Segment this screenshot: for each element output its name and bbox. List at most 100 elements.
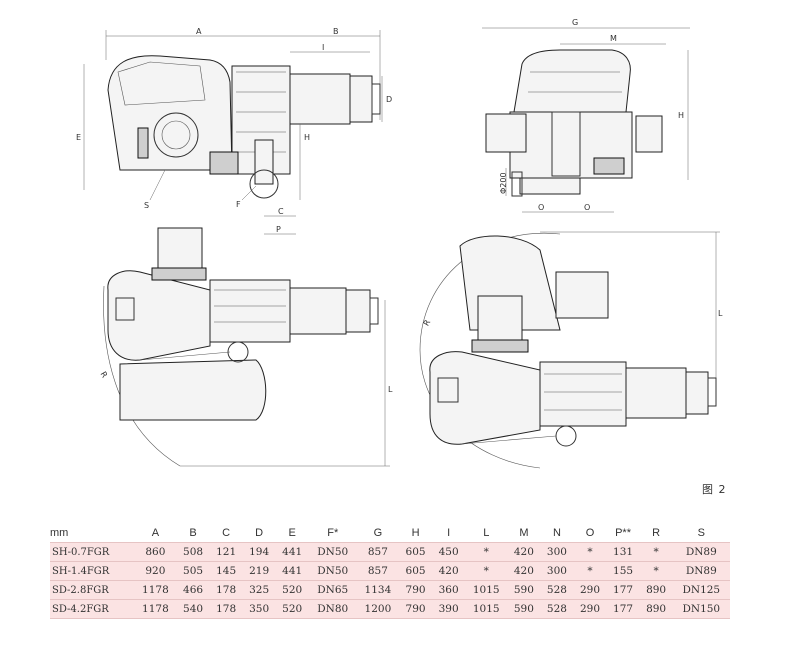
table-cell: 350 bbox=[242, 599, 276, 619]
table-cell: 177 bbox=[606, 580, 640, 600]
dim-label-l-right: L bbox=[718, 309, 723, 318]
column-header: M bbox=[519, 527, 529, 539]
table-cell: 145 bbox=[209, 561, 243, 581]
column-header: G bbox=[373, 527, 383, 539]
table-cell: 857 bbox=[356, 542, 400, 562]
table-cell: 155 bbox=[606, 561, 640, 581]
table-cell: 540 bbox=[176, 599, 210, 619]
table-cell: 300 bbox=[540, 561, 574, 581]
dim-label-d: D bbox=[386, 95, 392, 104]
table-cell: 590 bbox=[507, 580, 541, 600]
dim-label-b: B bbox=[333, 27, 339, 36]
table-cell: 194 bbox=[242, 542, 276, 562]
table-cell: 466 bbox=[176, 580, 210, 600]
table-cell: 450 bbox=[432, 542, 466, 562]
side-view-drawing: A B I D E H S F C bbox=[76, 27, 392, 235]
table-cell: 508 bbox=[176, 542, 210, 562]
table-cell: * bbox=[465, 561, 508, 581]
model-name-cell: SH-1.4FGR bbox=[50, 561, 135, 581]
table-cell: 520 bbox=[275, 580, 309, 600]
table-cell: DN80 bbox=[308, 599, 357, 619]
dim-label-p: P bbox=[276, 225, 281, 234]
table-cell: DN125 bbox=[672, 580, 730, 600]
table-cell: 1015 bbox=[465, 599, 508, 619]
dim-label-o-right: O bbox=[584, 203, 590, 212]
table-cell: 528 bbox=[540, 580, 574, 600]
column-header: P** bbox=[615, 527, 631, 539]
figure-label: 图 2 bbox=[702, 483, 727, 496]
column-header: R bbox=[652, 527, 661, 539]
table-cell: 325 bbox=[242, 580, 276, 600]
table-cell: 1134 bbox=[356, 580, 400, 600]
table-cell: 520 bbox=[275, 599, 309, 619]
table-cell: 290 bbox=[573, 599, 607, 619]
table-cell: DN89 bbox=[672, 542, 730, 562]
dim-label-h-front: H bbox=[678, 111, 684, 120]
table-cell: DN89 bbox=[672, 561, 730, 581]
dim-label-c: C bbox=[278, 207, 284, 216]
dim-label-s: S bbox=[144, 201, 149, 210]
table-cell: * bbox=[465, 542, 508, 562]
column-header: H bbox=[411, 527, 420, 539]
table-cell: 360 bbox=[432, 580, 466, 600]
table-cell: 178 bbox=[209, 580, 243, 600]
table-cell: 920 bbox=[134, 561, 177, 581]
column-header: C bbox=[222, 527, 231, 539]
dim-label-g: G bbox=[572, 18, 578, 27]
table-cell: 605 bbox=[399, 542, 433, 562]
table-cell: 441 bbox=[275, 561, 309, 581]
table-cell: 605 bbox=[399, 561, 433, 581]
dim-label-m: M bbox=[610, 34, 617, 43]
column-header: O bbox=[585, 527, 595, 539]
table-cell: 590 bbox=[507, 599, 541, 619]
table-cell: * bbox=[639, 561, 673, 581]
technical-drawings: A B I D E H S F C bbox=[76, 18, 723, 469]
column-header: I bbox=[447, 527, 451, 539]
column-header: N bbox=[552, 527, 561, 539]
table-cell: * bbox=[573, 561, 607, 581]
table-cell: DN50 bbox=[308, 542, 357, 562]
table-cell: 1178 bbox=[134, 580, 177, 600]
table-cell: 131 bbox=[606, 542, 640, 562]
model-name-cell: SD-2.8FGR bbox=[50, 580, 135, 600]
table-cell: 890 bbox=[639, 599, 673, 619]
dim-label-e: E bbox=[76, 133, 81, 142]
column-header: D bbox=[255, 527, 264, 539]
front-view-drawing: G M H Φ200 O O bbox=[482, 18, 690, 213]
table-cell: 177 bbox=[606, 599, 640, 619]
table-cell: 790 bbox=[399, 580, 433, 600]
dim-label-r-right: R bbox=[422, 318, 433, 328]
column-header: A bbox=[151, 527, 160, 539]
table-cell: 857 bbox=[356, 561, 400, 581]
column-header: B bbox=[189, 527, 197, 539]
table-cell: 1200 bbox=[356, 599, 400, 619]
dim-label-phi200: Φ200 bbox=[499, 172, 508, 194]
dim-label-i: I bbox=[322, 43, 324, 52]
table-cell: 178 bbox=[209, 599, 243, 619]
table-cell: 505 bbox=[176, 561, 210, 581]
table-cell: 121 bbox=[209, 542, 243, 562]
table-cell: DN150 bbox=[672, 599, 730, 619]
column-header: L bbox=[483, 527, 490, 539]
table-cell: 860 bbox=[134, 542, 177, 562]
table-cell: 1015 bbox=[465, 580, 508, 600]
table-cell: 390 bbox=[432, 599, 466, 619]
model-name-cell: SD-4.2FGR bbox=[50, 599, 135, 619]
column-header: E bbox=[288, 527, 296, 539]
table-cell: DN50 bbox=[308, 561, 357, 581]
dim-label-r-left: R bbox=[99, 370, 110, 380]
model-name-cell: SH-0.7FGR bbox=[50, 542, 135, 562]
column-header: mm bbox=[50, 527, 69, 539]
table-cell: * bbox=[573, 542, 607, 562]
table-cell: 290 bbox=[573, 580, 607, 600]
column-header: F* bbox=[327, 527, 339, 539]
dim-label-f: F bbox=[236, 200, 241, 209]
table-cell: 528 bbox=[540, 599, 574, 619]
table-cell: 219 bbox=[242, 561, 276, 581]
